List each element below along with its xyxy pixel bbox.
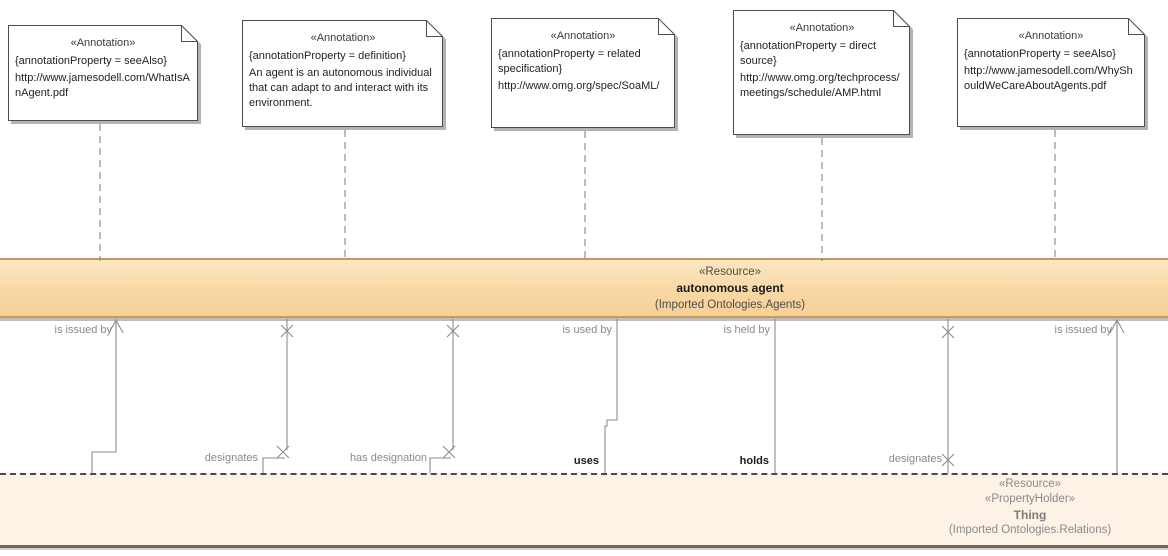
note-shape bbox=[733, 10, 910, 135]
association-designates-left[interactable] bbox=[262, 319, 294, 473]
note-fold-icon bbox=[1128, 18, 1145, 35]
edge-label-has-designation[interactable]: has designation bbox=[349, 452, 427, 464]
note-fold-icon bbox=[181, 25, 198, 42]
edge-label-uses[interactable]: uses bbox=[573, 455, 599, 467]
annotation-note-direct-source[interactable]: «Annotation» {annotationProperty = direc… bbox=[733, 10, 910, 135]
x-adornment-icon bbox=[280, 324, 294, 338]
annotation-note-definition[interactable]: «Annotation» {annotationProperty = defin… bbox=[242, 20, 443, 127]
association-designates-right[interactable] bbox=[941, 319, 955, 473]
note-fold-icon bbox=[893, 10, 910, 27]
note-body: http://www.omg.org/spec/SoaML/ bbox=[498, 80, 660, 92]
association-uses[interactable] bbox=[604, 319, 618, 473]
association-is-issued-by-right[interactable] bbox=[1109, 318, 1125, 473]
note-shape bbox=[242, 20, 443, 127]
edge-label-is-held-by[interactable]: is held by bbox=[723, 324, 770, 336]
edge-label-designates-right[interactable]: designates bbox=[888, 453, 942, 465]
note-body: http://www.jamesodell.com/WhatIsAnAgent.… bbox=[15, 72, 190, 99]
note-property: {annotationProperty = direct source} bbox=[740, 40, 877, 67]
thing-name: Thing bbox=[1013, 508, 1047, 522]
resource-thing[interactable]: «Resource» «PropertyHolder» Thing (Impor… bbox=[0, 473, 1168, 548]
agent-stereotype: «Resource» bbox=[698, 266, 761, 278]
note-shape bbox=[957, 18, 1145, 127]
note-property: {annotationProperty = seeAlso} bbox=[964, 48, 1116, 60]
note-property: {annotationProperty = related specificat… bbox=[498, 48, 641, 75]
note-shape bbox=[491, 18, 675, 128]
x-adornment-icon bbox=[941, 453, 955, 467]
note-fold-icon bbox=[426, 20, 443, 37]
edge-label-is-issued-by-right[interactable]: is issued by bbox=[1054, 324, 1112, 336]
note-stereotype: «Annotation» bbox=[789, 22, 855, 34]
x-adornment-icon bbox=[446, 324, 460, 338]
x-adornment-icon bbox=[941, 325, 955, 339]
note-body: http://www.jamesodell.com/WhyShouldWeCar… bbox=[964, 65, 1133, 92]
thing-stereotype-propertyholder: «PropertyHolder» bbox=[984, 493, 1076, 505]
annotation-note-seealso-1[interactable]: «Annotation» {annotationProperty = seeAl… bbox=[8, 25, 198, 121]
annotation-note-seealso-2[interactable]: «Annotation» {annotationProperty = seeAl… bbox=[957, 18, 1145, 127]
edge-label-designates-left[interactable]: designates bbox=[204, 452, 258, 464]
agent-package: (Imported Ontologies.Agents) bbox=[654, 299, 806, 311]
agent-name: autonomous agent bbox=[676, 281, 784, 295]
note-fold-icon bbox=[658, 18, 675, 35]
open-arrowhead-icon bbox=[1109, 318, 1125, 334]
thing-stereotype-resource: «Resource» bbox=[998, 478, 1061, 490]
x-adornment-icon bbox=[276, 445, 290, 459]
association-is-issued-by-left[interactable] bbox=[91, 318, 124, 473]
open-arrowhead-icon bbox=[108, 318, 124, 334]
note-stereotype: «Annotation» bbox=[550, 30, 616, 42]
note-stereotype: «Annotation» bbox=[1018, 30, 1084, 42]
resource-autonomous-agent[interactable]: «Resource» autonomous agent (Imported On… bbox=[0, 258, 1168, 318]
thing-package: (Imported Ontologies.Relations) bbox=[948, 524, 1112, 536]
x-adornmen t-icon bbox=[442, 445, 456, 459]
annotation-note-related-spec[interactable]: «Annotation» {annotationProperty = relat… bbox=[491, 18, 675, 128]
note-body: An agent is an autonomous individual tha… bbox=[249, 67, 432, 109]
note-stereotype: «Annotation» bbox=[310, 32, 376, 44]
note-property: {annotationProperty = definition} bbox=[249, 50, 406, 62]
association-has-designation[interactable] bbox=[429, 319, 460, 473]
edge-label-holds[interactable]: holds bbox=[739, 455, 769, 467]
note-stereotype: «Annotation» bbox=[70, 37, 136, 49]
edge-label-is-issued-by-left[interactable]: is issued by bbox=[54, 324, 112, 336]
note-shape bbox=[8, 25, 198, 121]
note-property: {annotationProperty = seeAlso} bbox=[15, 55, 167, 67]
edge-label-is-used-by[interactable]: is used by bbox=[562, 324, 612, 336]
note-body: http://www.omg.org/techprocess/meetings/… bbox=[740, 72, 900, 99]
